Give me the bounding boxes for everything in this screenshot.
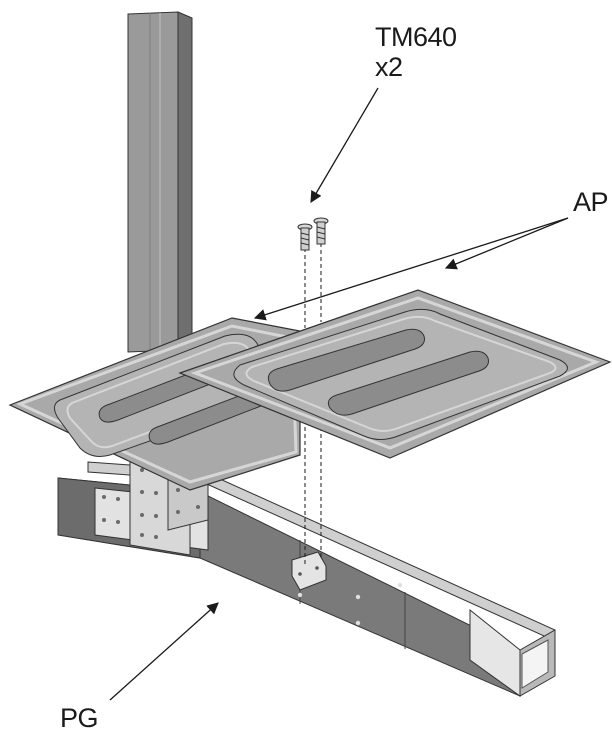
- screw-pair: [297, 217, 329, 251]
- leader-ap-right: [444, 217, 569, 270]
- callout-panels-code: AP: [573, 187, 609, 217]
- callout-screw-quantity: x2: [375, 52, 403, 82]
- callout-gutter-code: PG: [60, 703, 99, 733]
- screw-right: [313, 217, 329, 245]
- support-post: [127, 11, 193, 353]
- screw-left: [297, 223, 313, 251]
- panel-right: [178, 289, 612, 459]
- screw-guide-lines-upper: [304, 243, 322, 328]
- callout-screw-code: TM640: [375, 22, 457, 52]
- clip-bracket: [291, 551, 327, 591]
- leader-ap-left: [253, 217, 569, 321]
- screw-guide-lines-lower: [304, 420, 322, 565]
- leader-arrows: [109, 87, 569, 701]
- leader-pg: [109, 602, 219, 701]
- leader-tm640: [310, 87, 379, 204]
